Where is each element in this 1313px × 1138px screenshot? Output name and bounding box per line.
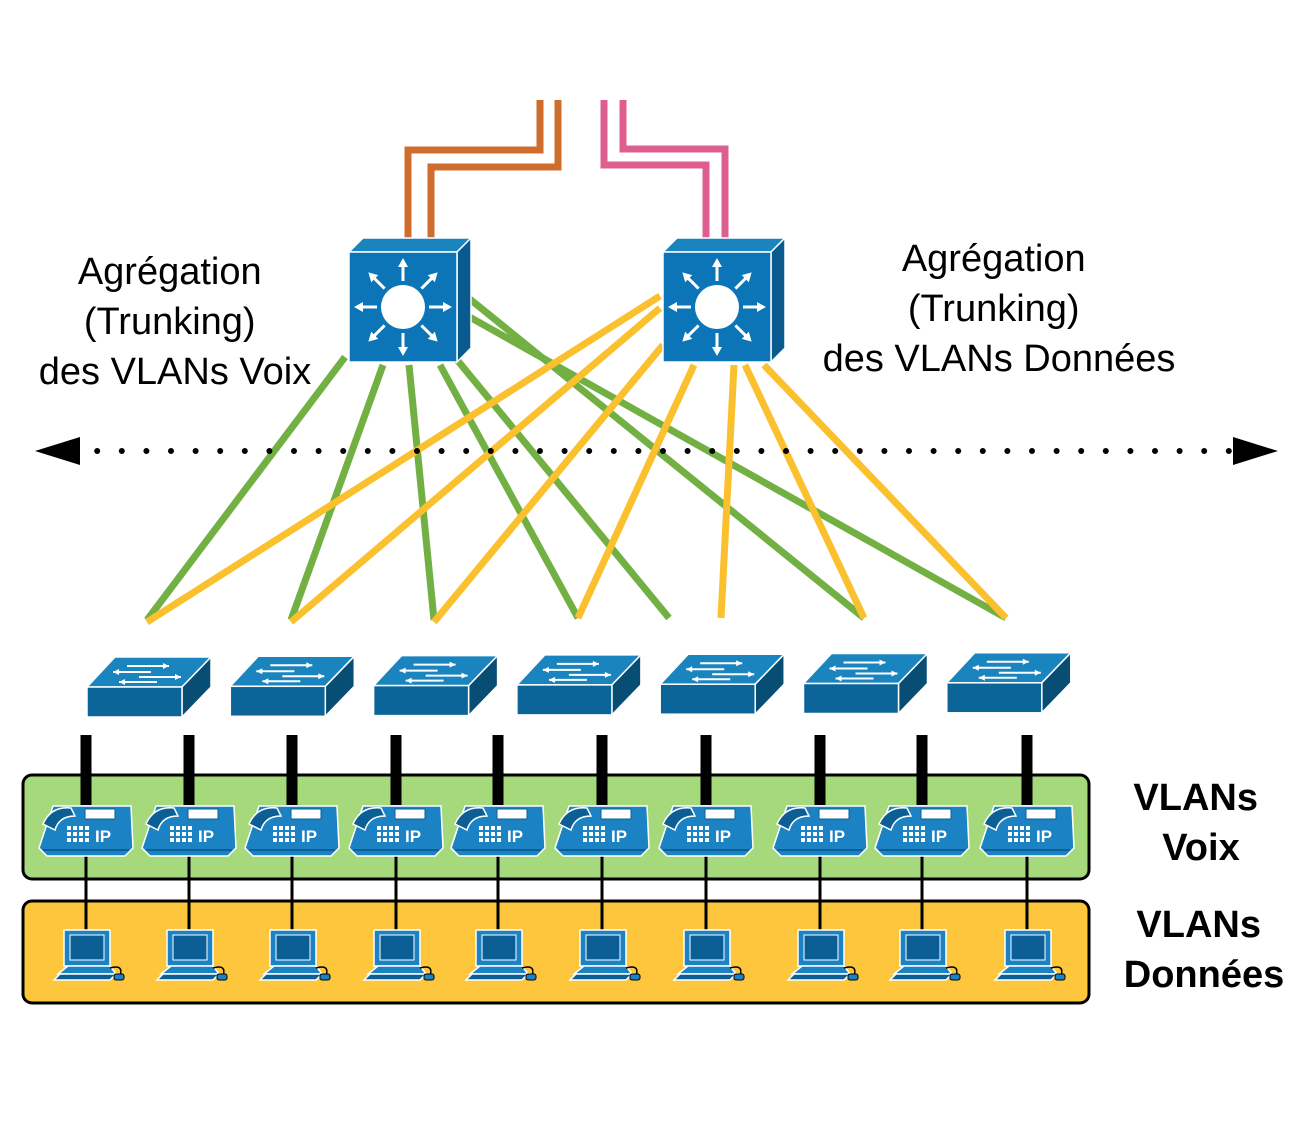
access-switches [85,650,1073,719]
core-switch-voice-icon [347,236,473,364]
voice-trunk-link [144,354,348,623]
ip-phone-label: IP [931,827,947,846]
access-switch-icon [658,652,786,717]
workstation-icon [155,929,228,981]
voice-trunk-link [287,363,387,622]
core-ray-arrowhead [427,331,438,342]
core-ray-arrowhead [712,347,722,356]
data-vlans-label: VLANs Données [1124,904,1284,996]
core-ray-arrowhead [427,272,438,283]
workstation-icon [888,929,961,981]
voice-trunk-link [436,363,582,620]
core-ray-arrowhead [354,302,363,312]
core-ray-arrowhead [443,302,452,312]
workstation-icon [362,929,435,981]
uplink-right-inner [619,100,729,238]
workstation-icon [258,929,331,981]
voice-vlans-label: VLANs Voix [1133,777,1268,869]
ip-phone-label: IP [405,827,421,846]
voice-trunk-link [446,347,672,621]
separator-arrow-left-icon [35,437,80,465]
uplink-left-inner [427,100,562,238]
core-ray-arrowhead [398,258,408,267]
device-links [80,735,1033,930]
workstation-icon [464,929,537,981]
separator-arrow-right-icon [1233,437,1278,465]
access-switch-icon [85,655,213,719]
data-trunk-links [145,293,1009,625]
ip-phone-icon: IP [658,805,754,857]
voice-aggregation-label: Agrégation (Trunking) des VLANs Voix [39,251,311,393]
core-ray-arrowhead [398,347,408,356]
uplink-left-outer [404,100,544,238]
ip-phone-label: IP [198,827,214,846]
access-switch-icon [228,654,357,719]
ip-phone-label: IP [715,827,731,846]
core-ray-arrowhead [368,272,379,283]
ip-phone-icon: IP [141,805,237,857]
data-trunk-link [145,293,662,625]
core-ray-arrowhead [712,258,722,267]
ip-phone-icon: IP [772,805,868,857]
workstation-icon [672,929,745,981]
access-switch-icon [515,653,643,717]
core-ray-arrowhead [368,331,379,342]
ip-phone-icon: IP [450,805,546,857]
ip-phone-icon: IP [348,805,444,857]
data-trunk-link [717,364,738,619]
voice-trunk-links [144,293,1008,623]
core-switch-data-icon [661,236,787,364]
voice-trunk-link [405,364,438,621]
ip-phone-label: IP [301,827,317,846]
ip-phone-label: IP [507,827,523,846]
access-switch-icon [371,653,500,718]
core-ray-arrowhead [741,272,752,283]
ip-phone-icon: IP [554,805,650,857]
data-trunk-link [741,363,868,620]
workstation-icon [993,929,1066,981]
ip-phone-icon: IP [244,805,340,857]
ip-phones: IP IP IP IP IP IP IP IP IP IP [38,805,1075,857]
ip-phone-label: IP [95,827,111,846]
core-ray-arrowhead [741,331,752,342]
uplinks [404,100,729,238]
uplink-right-outer [600,100,710,238]
workstation-icon [52,929,125,981]
workstation-icon [568,929,641,981]
data-aggregation-label: Agrégation (Trunking) des VLANs Données [823,238,1176,380]
ip-phone-label: IP [829,827,845,846]
workstation-icon [786,929,859,981]
workstations [52,929,1066,981]
access-switch-icon [945,650,1073,715]
core-ray-arrowhead [682,272,693,283]
core-ray-arrowhead [668,302,677,312]
ip-phone-icon: IP [874,805,970,857]
access-switch-icon [801,651,930,716]
data-trunk-link [761,362,1009,621]
ip-phone-label: IP [1036,827,1052,846]
core-ray-arrowhead [757,302,766,312]
ip-phone-icon: IP [38,805,134,857]
ip-phone-icon: IP [979,805,1075,857]
data-trunk-link [288,305,663,625]
data-trunk-link [574,363,698,620]
core-ray-arrowhead [682,331,693,342]
data-trunk-link [431,342,666,625]
ip-phone-label: IP [611,827,627,846]
